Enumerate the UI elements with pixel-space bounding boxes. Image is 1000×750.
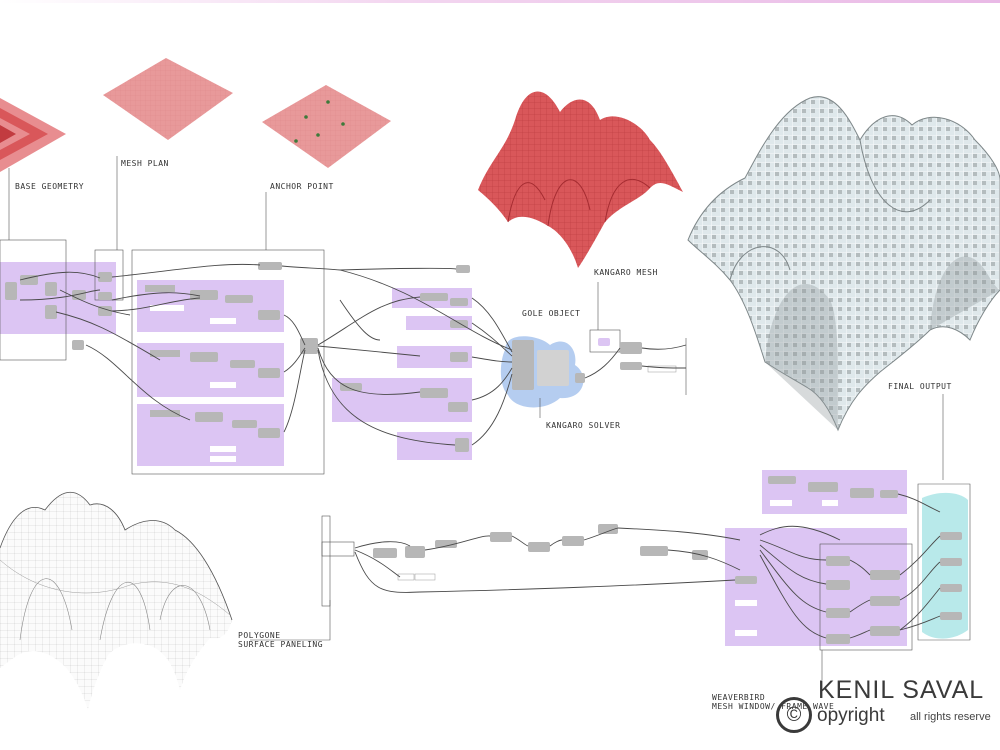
surface-paneling-label: SURFACE PANELING: [238, 640, 324, 649]
kangaro-solver-label: KANGARO SOLVER: [546, 421, 621, 430]
watermark-copyright: opyright: [817, 705, 885, 726]
anchor-point-label: ANCHOR POINT: [270, 182, 334, 191]
final-output-label: FINAL OUTPUT: [888, 382, 952, 391]
polygone-label: POLYGONE: [238, 631, 281, 640]
mesh-plan-preview: [103, 58, 233, 250]
mesh-window-label: MESH WINDOW/ FRAME WAVE: [712, 702, 835, 711]
kangaroo-solver-group: [500, 282, 687, 418]
header-accent-line: [0, 0, 1000, 3]
kangaro-mesh-label: KANGARO MESH: [594, 268, 658, 277]
goal-object-groups: [332, 265, 472, 460]
anchor-point-preview: [262, 85, 391, 250]
base-geometry-preview: [0, 98, 66, 240]
mesh-plan-label: MESH PLAN: [121, 159, 169, 168]
surface-paneling-preview: [0, 491, 331, 710]
base-geometry-label: BASE GEOMETRY: [15, 182, 85, 191]
weaverbird-label: WEAVERBIRD: [712, 693, 766, 702]
watermark-rights: all rights reserve: [910, 711, 991, 723]
parameter-group-center: [131, 249, 325, 475]
connection-wires: [19, 263, 941, 639]
weaverbird-groups: [321, 470, 971, 680]
watermark-name: KENIL SAVAL: [818, 676, 985, 704]
copyright-icon: ©: [776, 697, 812, 733]
parameter-group-left: [0, 239, 124, 361]
kangaro-mesh-preview: [478, 91, 683, 268]
gole-object-label: GOLE OBJECT: [522, 309, 581, 318]
final-output-preview: [687, 96, 1000, 480]
